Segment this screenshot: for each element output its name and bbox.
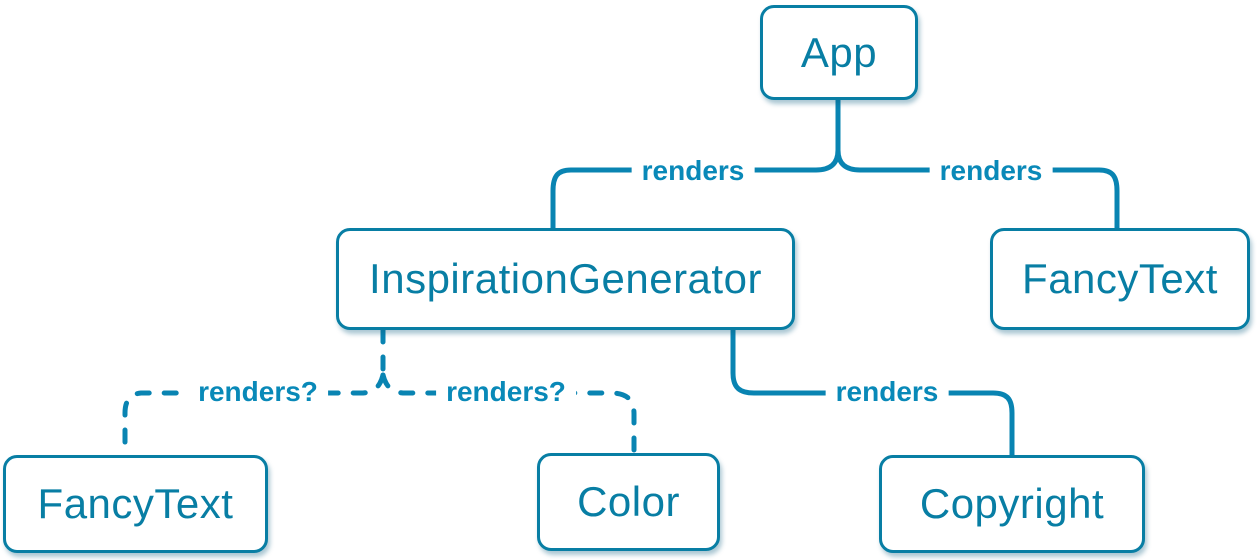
node-fancy-text-bottom-left: FancyText	[3, 455, 268, 553]
edge-inspirationgenerator-color-dashed	[380, 372, 637, 456]
node-color: Color	[537, 453, 720, 551]
edge-label-inspirationgenerator-copyright: renders	[825, 376, 949, 408]
node-color-label: Color	[577, 478, 680, 525]
node-inspiration-generator-label: InspirationGenerator	[369, 255, 762, 302]
edge-label-app-fancytext: renders	[929, 155, 1053, 187]
edge-inspirationgenerator-fancytext-dashed	[122, 372, 386, 458]
node-app-label: App	[800, 28, 878, 76]
edge-label-inspirationgenerator-color: renders?	[436, 376, 576, 408]
edge-label-inspirationgenerator-fancytext: renders?	[188, 376, 328, 408]
node-fancy-text-top-right: FancyText	[990, 228, 1250, 330]
node-fancy-text-bottom-left-label: FancyText	[37, 480, 234, 527]
node-inspiration-generator: InspirationGenerator	[336, 228, 795, 330]
node-app: App	[760, 5, 918, 100]
node-fancy-text-top-right-label: FancyText	[1022, 255, 1218, 302]
edge-label-app-inspirationgenerator: renders	[631, 155, 755, 187]
node-copyright-label: Copyright	[919, 480, 1105, 527]
node-copyright: Copyright	[879, 455, 1145, 553]
